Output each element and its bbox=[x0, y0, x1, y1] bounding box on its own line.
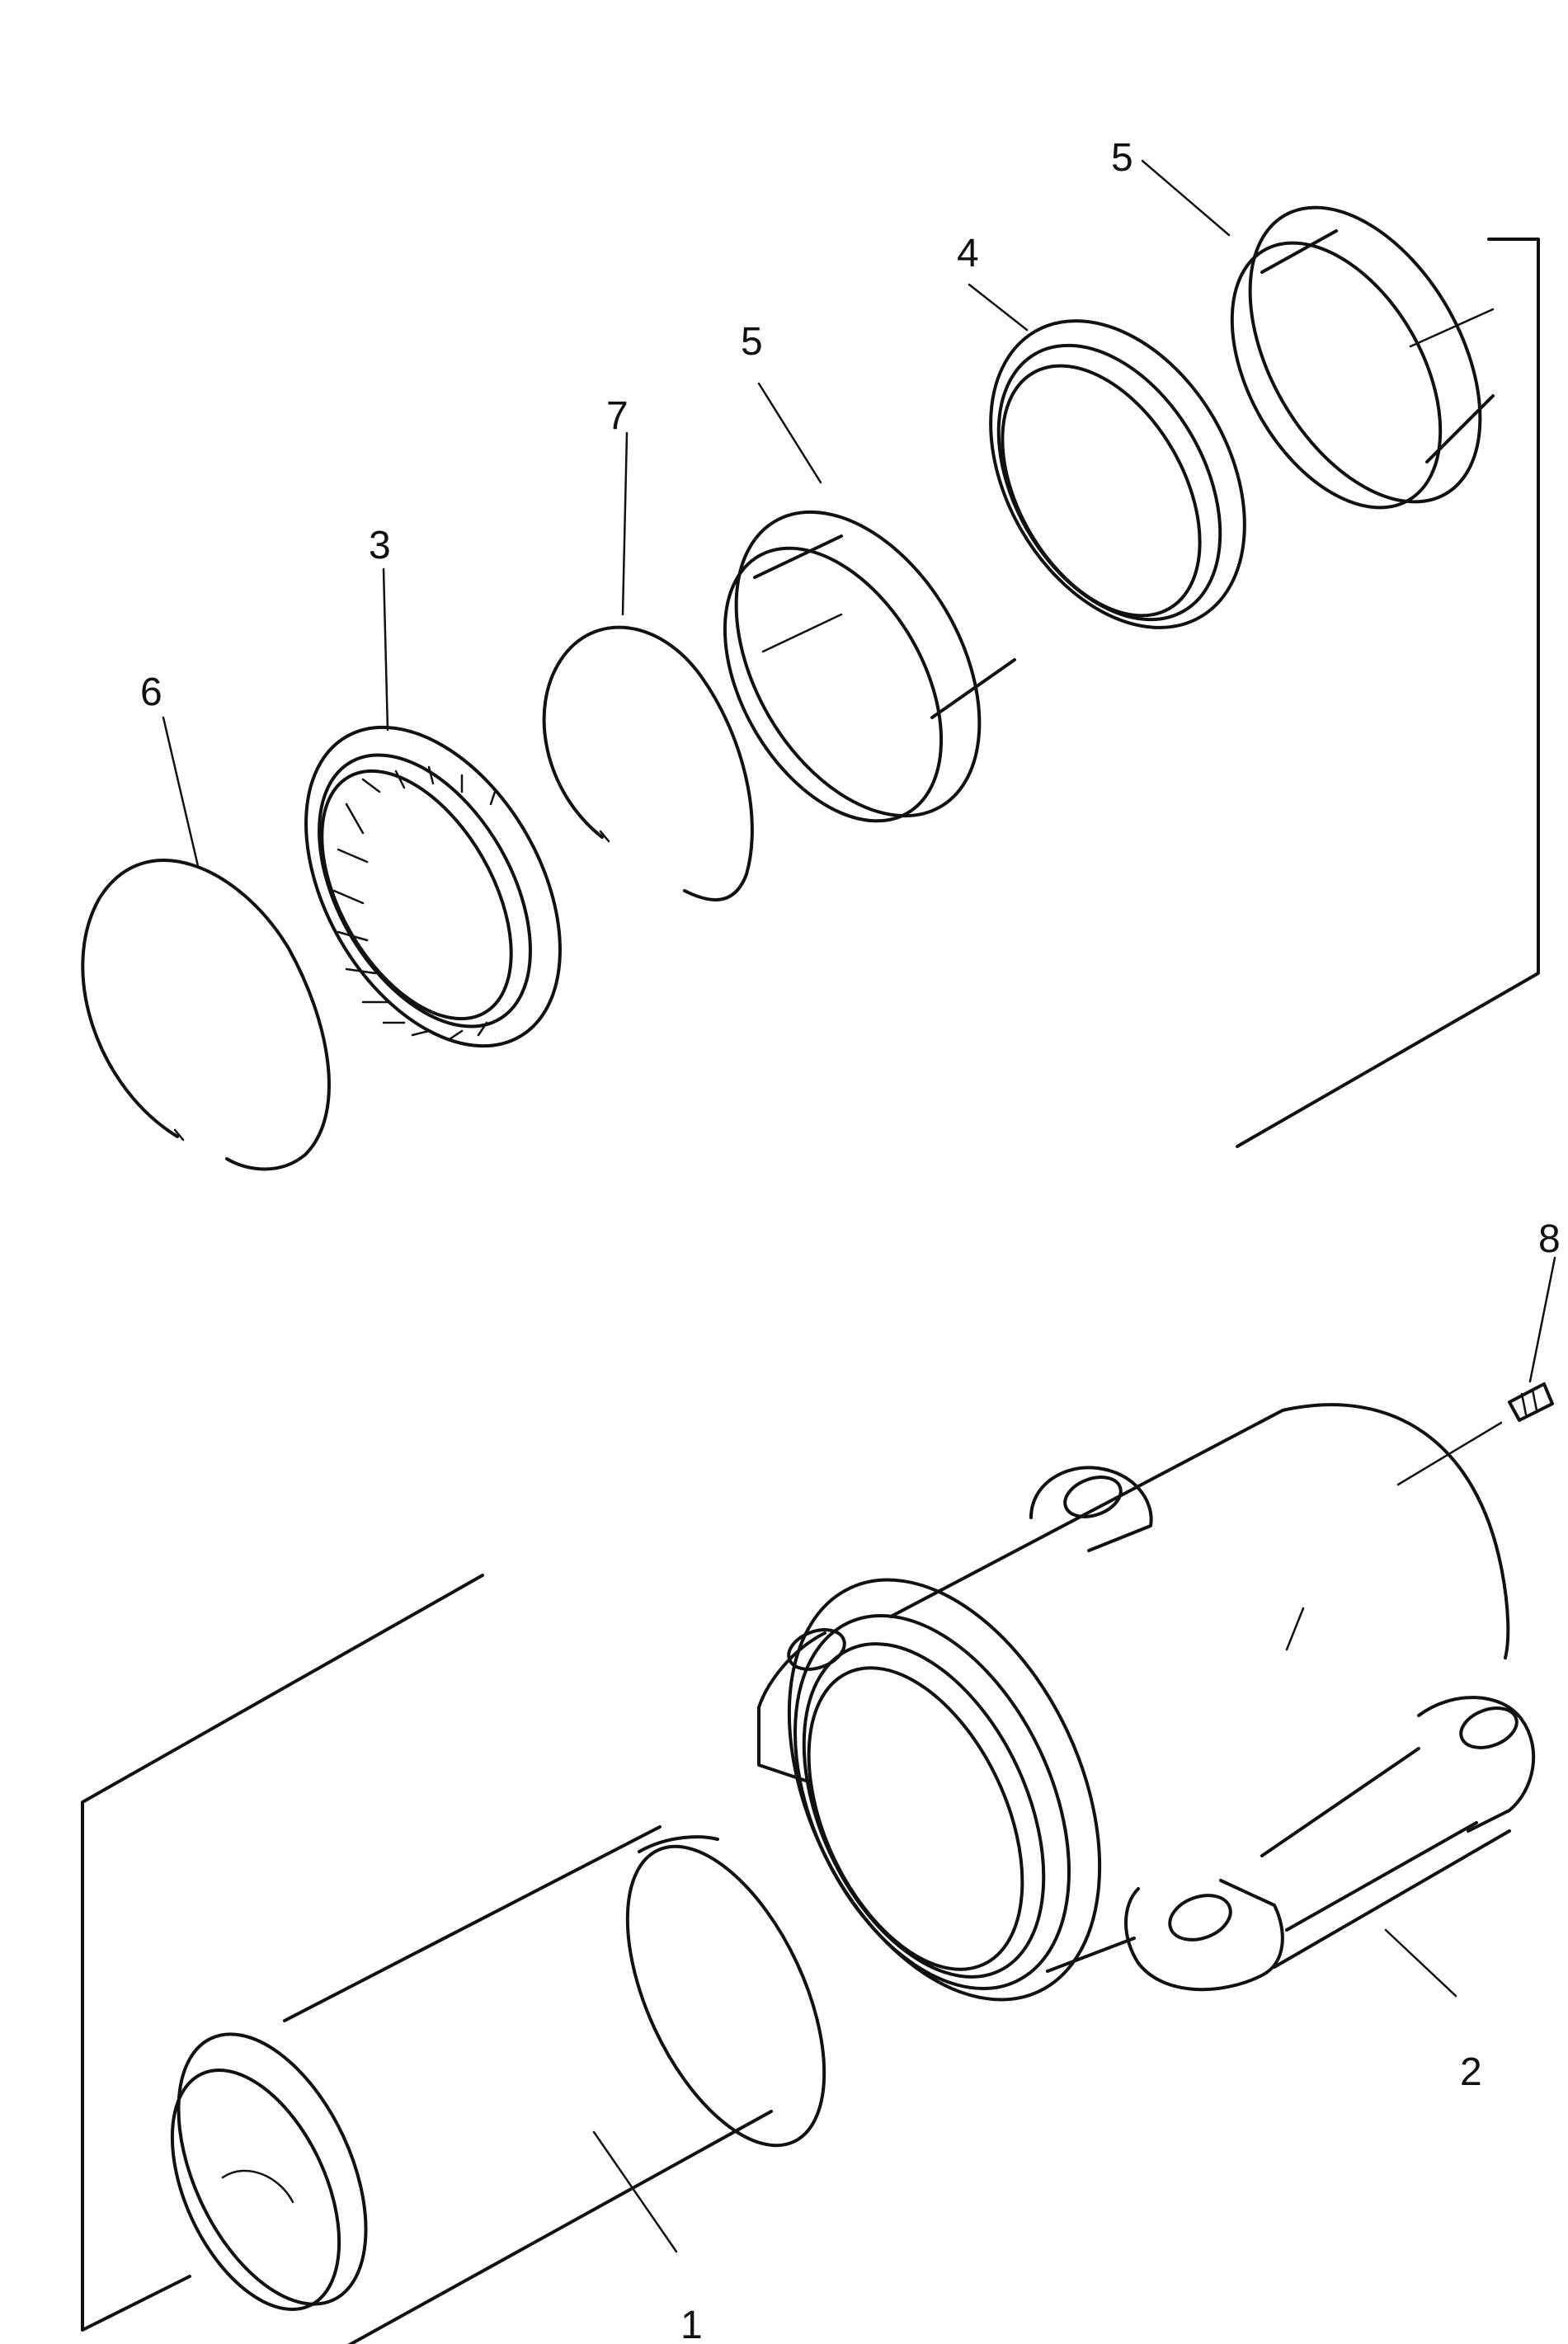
leader-5a bbox=[757, 382, 822, 484]
lower-assembly-box bbox=[81, 1574, 484, 2332]
callout-8: 8 bbox=[1538, 1217, 1561, 1261]
pin bbox=[170, 1825, 826, 2344]
leader-6 bbox=[162, 716, 200, 868]
grease-fitting bbox=[1396, 1382, 1554, 1486]
callout-3: 3 bbox=[369, 524, 391, 567]
snap-ring-rear bbox=[542, 625, 754, 901]
upper-assembly-box bbox=[1236, 238, 1540, 1148]
snap-ring-front bbox=[81, 859, 331, 1171]
callout-5-front: 5 bbox=[741, 320, 763, 364]
callout-5-rear: 5 bbox=[1111, 136, 1133, 180]
leader-2 bbox=[1384, 1928, 1457, 1998]
seal bbox=[304, 725, 562, 1048]
callout-4: 4 bbox=[957, 232, 979, 275]
callout-2: 2 bbox=[1460, 2050, 1482, 2094]
collar bbox=[989, 319, 1246, 629]
callout-7: 7 bbox=[606, 394, 629, 438]
leader-lines bbox=[162, 159, 1556, 2253]
callout-6: 6 bbox=[140, 671, 162, 714]
callout-1: 1 bbox=[680, 2304, 703, 2344]
bushing-rear bbox=[1230, 205, 1495, 510]
leader-1 bbox=[592, 2130, 678, 2253]
housing bbox=[757, 1403, 1536, 2002]
leader-3 bbox=[382, 567, 389, 732]
leader-5b bbox=[1141, 159, 1231, 237]
leader-4 bbox=[968, 283, 1029, 332]
leader-8 bbox=[1528, 1256, 1556, 1383]
bushing-front bbox=[723, 510, 1016, 823]
leader-7 bbox=[621, 431, 629, 616]
